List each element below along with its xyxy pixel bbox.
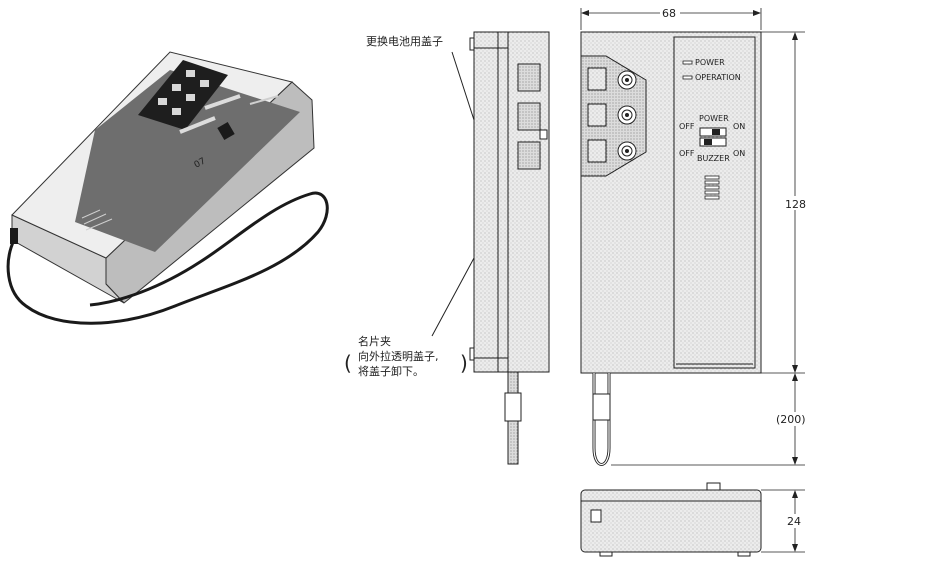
- strap-clamp: [10, 228, 18, 244]
- switch-power-label: POWER: [699, 114, 729, 123]
- callout-battery-cover: 更换电池用盖子: [366, 34, 443, 48]
- device-dark-panel: [75, 70, 300, 252]
- terminal-2: [172, 84, 181, 91]
- dimension-cord: [611, 373, 815, 466]
- panel-stripe: [179, 116, 216, 134]
- dimension-width: [580, 6, 762, 30]
- switch-off-2: OFF: [679, 149, 695, 158]
- side-switch-knob: [539, 129, 548, 140]
- dim-height-label: 128: [785, 198, 806, 211]
- front-view: POWER OPERATION POWER OFF ON OFF ON BUZZ…: [580, 31, 762, 466]
- front-terminal-2: [587, 103, 637, 127]
- indicator-power-label: POWER: [695, 58, 725, 67]
- callout-card-clip-2: 向外拉透明盖子,: [358, 349, 439, 363]
- panel-stripe: [249, 95, 279, 105]
- side-foot-bottom: [469, 347, 475, 361]
- switch-on-1: ON: [733, 122, 745, 131]
- dimension-depth: [761, 489, 806, 553]
- front-terminal-1: [587, 67, 637, 91]
- dim-cord-label: (200): [776, 413, 806, 426]
- side-foot-top: [469, 37, 475, 51]
- side-cord-ferrule: [504, 392, 522, 422]
- bottom-view: [580, 482, 762, 557]
- terminal-3: [186, 70, 195, 77]
- dimension-height: [761, 31, 808, 374]
- switch-on-2: ON: [733, 149, 745, 158]
- buzzer-toggle-switch: [699, 137, 727, 147]
- callout-card-clip-1: 名片夹: [358, 334, 391, 348]
- leader-card-clip: [431, 257, 475, 337]
- switch-off-1: OFF: [679, 122, 695, 131]
- callout-paren-open: (: [344, 351, 352, 375]
- callout-paren-close: ): [460, 351, 468, 375]
- side-terminal-2: [517, 102, 541, 131]
- switch-buzzer-label: BUZZER: [697, 154, 730, 163]
- power-led-icon: [682, 60, 693, 65]
- bottom-body: [580, 489, 762, 553]
- front-cord-ferrule: [592, 393, 611, 421]
- front-inner-panel: [673, 36, 756, 369]
- terminal-4: [172, 108, 181, 115]
- panel-mark: 07: [193, 156, 208, 170]
- terminal-6: [200, 80, 209, 87]
- side-terminal-3: [517, 141, 541, 170]
- terminal-block: [138, 60, 228, 130]
- power-toggle-knob: [712, 129, 720, 135]
- power-switch: [217, 121, 235, 141]
- dim-depth-label: 24: [787, 515, 801, 528]
- indicator-operation-label: OPERATION: [695, 73, 741, 82]
- bottom-foot-left: [599, 551, 613, 557]
- level-bar-meter: [704, 175, 720, 200]
- callout-card-clip-3: 将盖子卸下。: [358, 364, 424, 378]
- wrist-strap: [6, 191, 329, 325]
- bottom-knob: [706, 482, 721, 491]
- dim-width-label: 68: [662, 7, 676, 20]
- panel-fine-print: [81, 209, 113, 231]
- bottom-foot-right: [737, 551, 751, 557]
- buzzer-toggle-knob: [704, 139, 712, 145]
- device-photo: 07: [6, 51, 329, 325]
- terminal-5: [186, 94, 195, 101]
- leader-battery-cover: [451, 51, 475, 121]
- bottom-terminal: [590, 509, 602, 523]
- panel-stripe: [204, 94, 241, 110]
- operation-led-icon: [682, 75, 693, 80]
- terminal-1: [158, 98, 167, 105]
- side-terminal-1: [517, 63, 541, 92]
- side-view: [469, 31, 550, 465]
- front-terminal-3: [587, 139, 637, 163]
